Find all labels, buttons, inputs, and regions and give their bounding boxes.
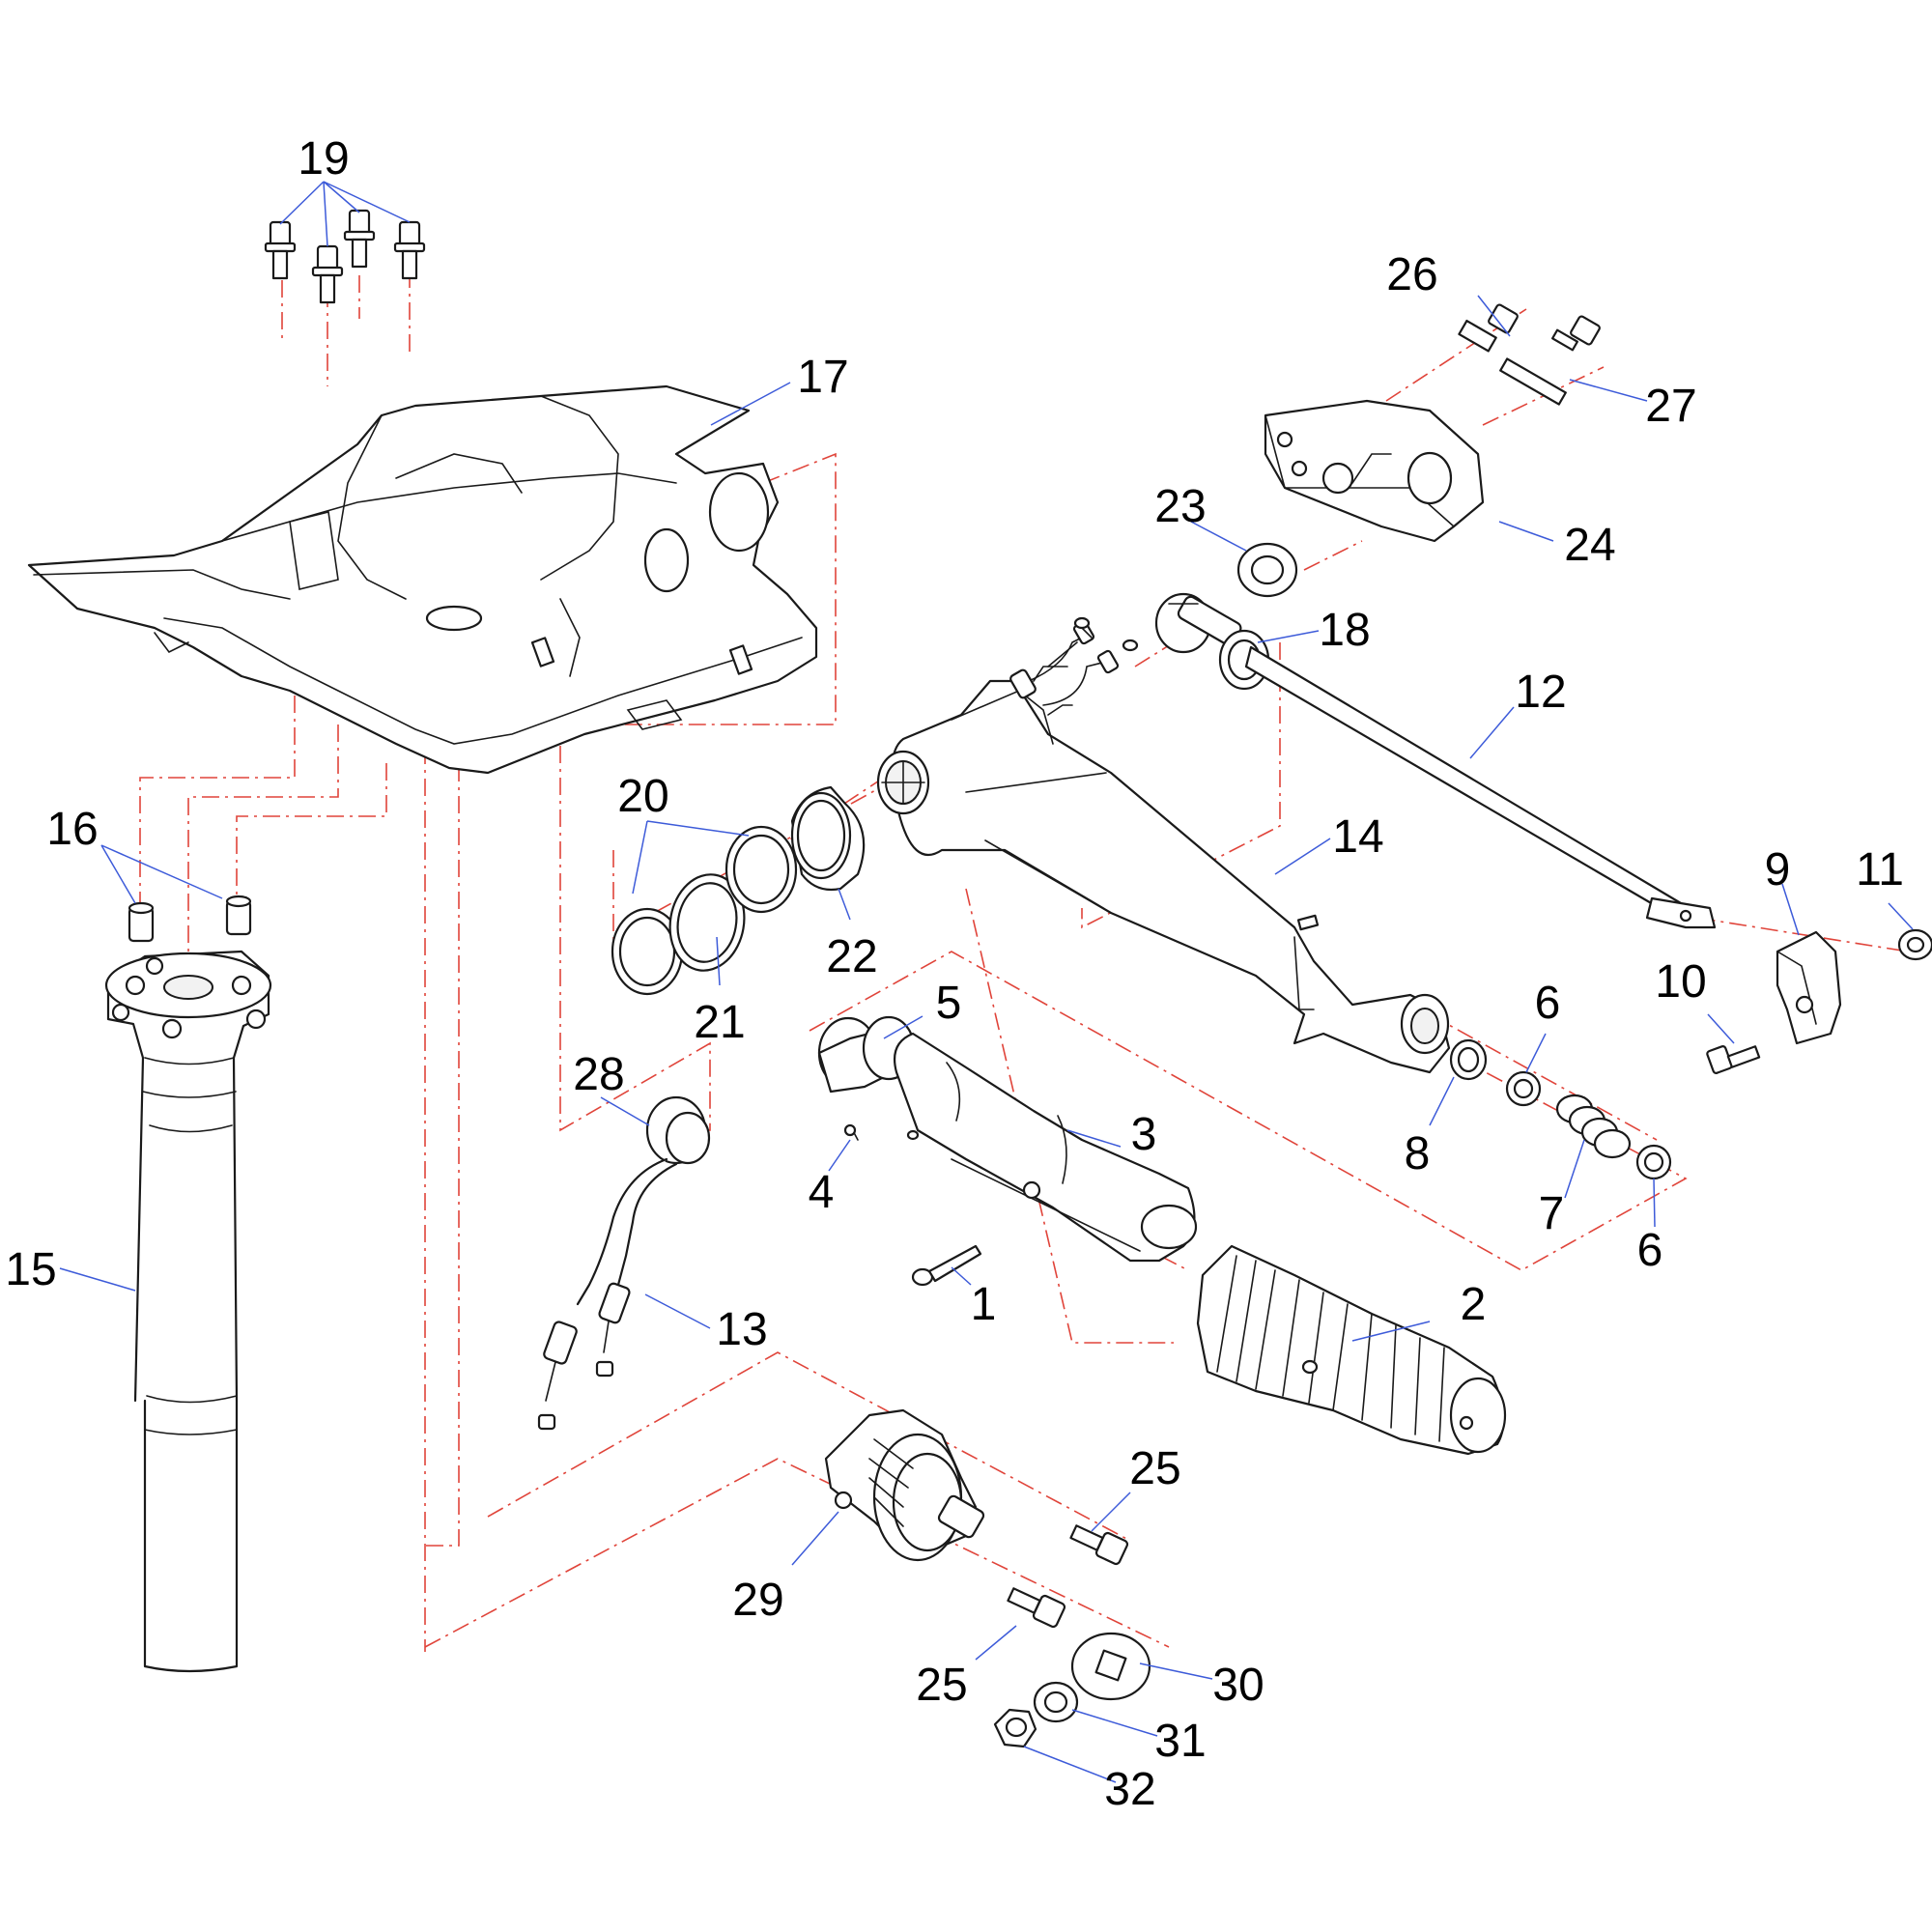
callout-18: 18 <box>1319 605 1370 656</box>
callout-labels: 19 17 26 27 23 24 18 12 14 20 22 21 16 1… <box>5 133 1904 1815</box>
washer-6b <box>1635 1144 1672 1180</box>
callout-17: 17 <box>797 352 848 403</box>
callout-21: 21 <box>694 997 745 1048</box>
nut-11 <box>1897 928 1932 961</box>
steering-column-15 <box>104 950 272 1673</box>
bolt-10 <box>1706 1045 1761 1074</box>
bolt-27 <box>1499 315 1601 406</box>
friction-housing-29 <box>824 1408 985 1562</box>
callout-13: 13 <box>716 1304 767 1355</box>
callout-25b: 25 <box>916 1660 967 1711</box>
control-rod-12 <box>1244 645 1717 929</box>
callout-4: 4 <box>809 1167 835 1218</box>
callout-6a: 6 <box>1535 978 1561 1029</box>
callout-19: 19 <box>298 133 349 185</box>
seal-ring-20b <box>724 825 798 914</box>
callout-32: 32 <box>1104 1764 1155 1815</box>
callout-16: 16 <box>46 804 98 855</box>
steering-bracket-17 <box>27 384 818 775</box>
grommet-28 <box>645 1095 711 1165</box>
callout-1: 1 <box>971 1279 997 1330</box>
callout-15: 15 <box>5 1244 56 1295</box>
nut-32 <box>993 1708 1037 1748</box>
callout-7: 7 <box>1539 1188 1565 1239</box>
callout-6b: 6 <box>1637 1225 1663 1276</box>
washer-6a <box>1505 1070 1542 1107</box>
bolt-19-group <box>264 209 426 304</box>
callout-29: 29 <box>732 1575 783 1626</box>
callout-27: 27 <box>1645 381 1696 432</box>
callout-5: 5 <box>936 978 962 1029</box>
grip-2 <box>1196 1244 1507 1456</box>
callout-11: 11 <box>1856 844 1904 895</box>
bolt-25b <box>1007 1587 1066 1629</box>
leader-lines <box>59 181 1914 1783</box>
callout-28: 28 <box>573 1049 624 1100</box>
bushing-8 <box>1449 1038 1488 1081</box>
throttle-core-3 <box>893 1032 1198 1263</box>
spring-7 <box>1555 1094 1632 1159</box>
tiller-wiring <box>1009 616 1139 706</box>
callout-25a: 25 <box>1129 1443 1180 1494</box>
wave-washer-21 <box>668 873 746 972</box>
callout-30: 30 <box>1212 1660 1264 1711</box>
cover-24 <box>1264 399 1485 543</box>
callout-26: 26 <box>1386 249 1437 300</box>
clevis-9 <box>1776 930 1842 1045</box>
washer-30 <box>1070 1632 1151 1701</box>
callout-20: 20 <box>617 771 668 822</box>
seal-ring-20a <box>611 907 684 996</box>
bolt-25a <box>1069 1524 1129 1566</box>
callout-24: 24 <box>1564 520 1615 571</box>
callout-14: 14 <box>1332 811 1383 863</box>
callout-12: 12 <box>1515 667 1566 718</box>
callout-22: 22 <box>826 931 877 982</box>
callout-23: 23 <box>1154 481 1206 532</box>
screw-1 <box>911 1244 982 1287</box>
set-screw-4 <box>843 1123 859 1141</box>
callout-10: 10 <box>1655 956 1706 1008</box>
washer-31 <box>1033 1681 1079 1723</box>
callout-31: 31 <box>1154 1716 1206 1767</box>
tiller-arm-14 <box>876 666 1451 1074</box>
callout-3: 3 <box>1131 1109 1157 1160</box>
callout-8: 8 <box>1405 1128 1431 1179</box>
callout-9: 9 <box>1765 844 1791 895</box>
callout-2: 2 <box>1461 1279 1487 1330</box>
bolt-26 <box>1458 303 1519 353</box>
wire-harness-13 <box>537 1157 678 1431</box>
bushing-22 <box>790 785 866 892</box>
washer-23 <box>1236 542 1298 598</box>
shaft-18 <box>1154 592 1270 691</box>
dowel-pin-16-group <box>128 895 252 943</box>
